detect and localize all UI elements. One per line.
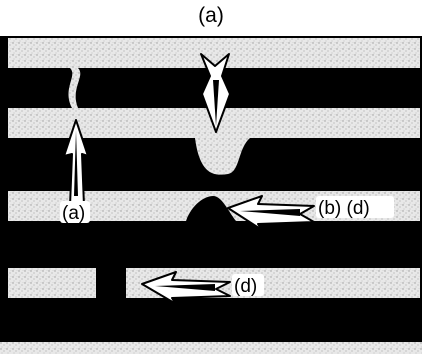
left-arrow-icon	[141, 271, 231, 305]
svg-text:(b) (d): (b) (d)	[318, 198, 370, 219]
light-stripe-1	[8, 38, 420, 68]
svg-text:(d): (d)	[234, 276, 257, 297]
left-arrow-icon	[227, 195, 315, 231]
defect-dark-gap	[96, 268, 126, 298]
down-arrow-icon	[200, 53, 231, 133]
defect-light-bump	[195, 138, 250, 175]
light-stripe-5	[0, 342, 422, 354]
figure-title: (a)	[198, 4, 224, 27]
label-a-bottom-left: (a)	[60, 201, 90, 224]
defect-dark-bump	[186, 196, 236, 221]
label-b-d: (b) (d)	[316, 196, 394, 219]
label-d: (d)	[232, 274, 264, 297]
svg-text:(a): (a)	[62, 203, 85, 224]
defect-crack	[68, 68, 81, 108]
micrograph-image: (a) (b) (d) (d)	[0, 36, 422, 354]
